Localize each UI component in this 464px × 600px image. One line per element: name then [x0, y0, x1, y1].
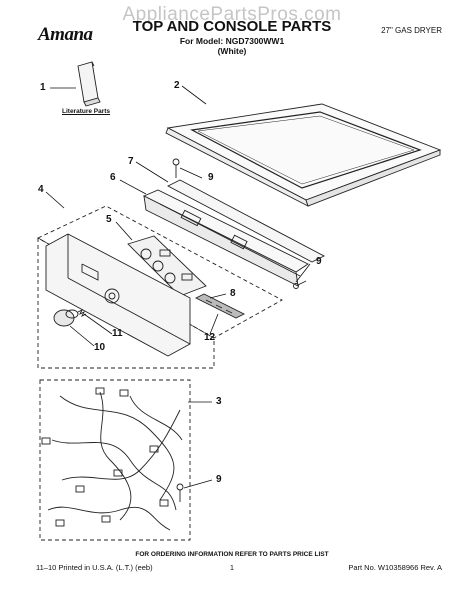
callout-9-top: 9 [208, 172, 214, 183]
callout-4: 4 [38, 184, 44, 195]
screw [176, 483, 184, 502]
callout-5: 5 [106, 214, 112, 225]
page-number: 1 [229, 563, 235, 572]
callout-11: 11 [112, 328, 123, 339]
callout-9-right: 9 [316, 256, 322, 267]
literature-booklet [77, 61, 101, 107]
console-panel [45, 233, 191, 357]
print-info: 11–10 Printed in U.S.A. (L.T.) (eeb) [36, 563, 153, 572]
callout-3: 3 [216, 396, 222, 407]
watermark: AppliancePartsPros.com [122, 4, 342, 25]
top-panel [165, 103, 442, 207]
keypad [194, 293, 246, 319]
harness-box [39, 379, 191, 541]
literature-parts-label: Literature Parts [62, 108, 111, 115]
callout-9-bottom: 9 [216, 474, 222, 485]
ordering-note: FOR ORDERING INFORMATION REFER TO PARTS … [135, 551, 329, 558]
knob [53, 308, 87, 327]
model-line: For Model: NGD7300WW1 [179, 36, 285, 46]
callout-7: 7 [128, 156, 134, 167]
product-type: 27" GAS DRYER [381, 26, 442, 35]
control-board [127, 235, 207, 297]
color-line: (White) [217, 46, 247, 56]
callout-8: 8 [230, 288, 236, 299]
part-number: Part No. W10358966 Rev. A [348, 563, 442, 572]
callout-1: 1 [40, 82, 46, 93]
console-frame [142, 158, 325, 289]
page-title: TOP AND CONSOLE PARTS [132, 18, 332, 35]
leader-lines [45, 85, 311, 489]
callout-10: 10 [94, 342, 106, 353]
wire-harness [41, 387, 183, 531]
callout-6: 6 [110, 172, 116, 183]
callout-12: 12 [204, 332, 216, 343]
callout-2: 2 [174, 80, 180, 91]
brand-logo: Amana [38, 24, 93, 45]
